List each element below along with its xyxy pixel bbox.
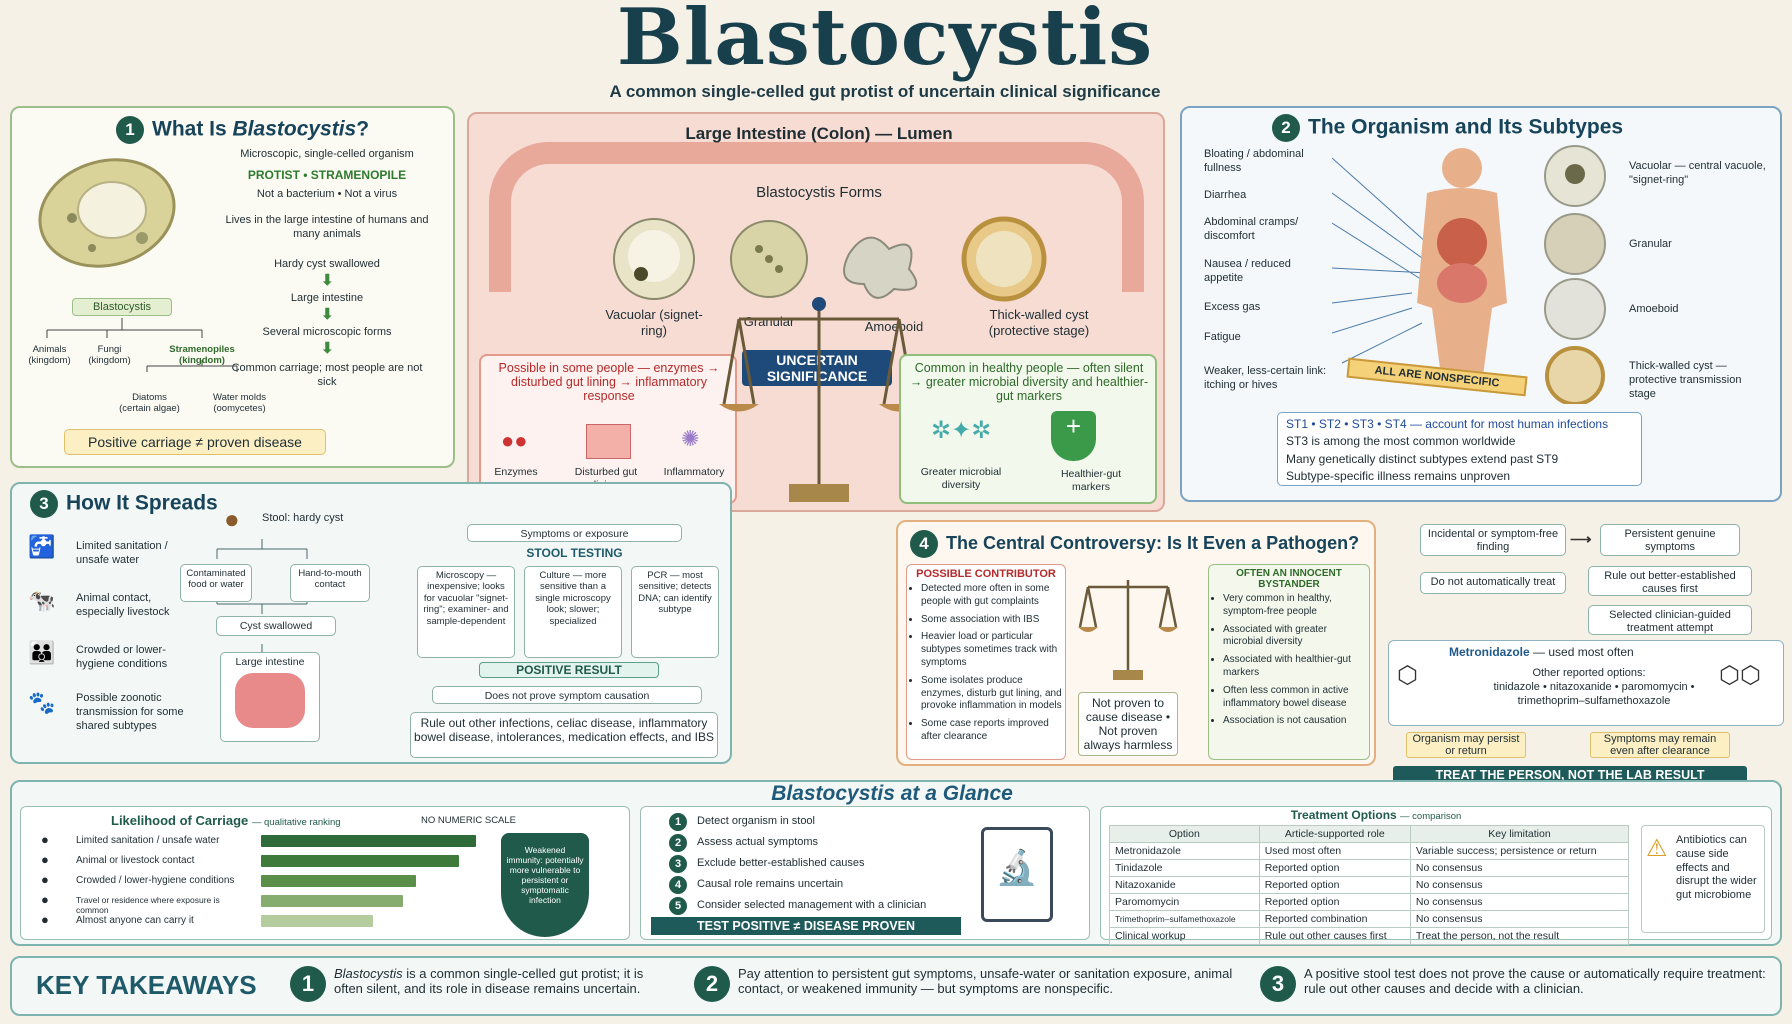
risk-icon: ● [41,832,49,847]
step-number: 2 [669,834,687,852]
table-cell: Used most often [1258,842,1411,860]
colon-illustration: Large Intestine (Colon) — Lumen Blastocy… [467,112,1165,512]
table-cell: Reported combination [1258,910,1411,928]
warning-icon: ⚠ [1646,835,1668,862]
risk-icon: ● [41,892,49,907]
bar-label: Travel or residence where exposure is co… [76,895,220,916]
uncertain-badge: UNCERTAIN SIGNIFICANCE [742,350,892,386]
cow-icon: 🐄 [28,588,56,613]
tree-root: Blastocystis [72,298,172,316]
colon-title: Large Intestine (Colon) — Lumen [685,124,953,143]
weakened-immunity-shield: Weakened immunity: potentially more vuln… [501,833,589,937]
enzymes-icon: ●● [501,428,528,453]
table-cell: Rule out other causes first [1258,927,1411,945]
table-cell: Nitazoxanide [1109,876,1260,894]
table-cell: Reported option [1258,876,1411,894]
step-number: 3 [669,855,687,873]
microbes-icon: ✲✦✲ [931,417,992,444]
scale-icon [719,297,919,502]
table-cell: Treat the person, not the result [1409,927,1630,945]
subtypes-box: ST1 • ST2 • ST3 • ST4 — account for most… [1277,412,1642,486]
contributor-list: Detected more often in some people with … [907,583,1065,744]
table-cell: Paromomycin [1109,893,1260,911]
risk-icon: ● [41,912,49,927]
step-text: Detect organism in stool [697,815,815,827]
faucet-icon: 🚰 [28,534,56,559]
gut-lining-icon [586,424,631,459]
table-cell: No consensus [1409,859,1630,877]
step-number: 4 [669,876,687,894]
inflammation-icon: ✺ [681,426,700,451]
section-glance: Blastocystis at a Glance Likelihood of C… [10,780,1782,946]
right-panel-healthy: Common in healthy people — often silent … [899,354,1157,504]
bar-label: Crowded / lower-hygiene conditions [76,875,235,886]
steps-box: 1 Detect organism in stool 2 Assess actual … [640,806,1090,940]
bar-label: Animal or livestock contact [76,855,195,866]
bar-label: Almost anyone can carry it [76,915,194,926]
step-text: Causal role remains uncertain [697,878,844,890]
table-cell: Tinidazole [1109,859,1260,877]
bar [261,835,476,847]
bystander-list: Very common in healthy, symptom-free peo… [1209,593,1369,728]
table-cell: Variable success; persistence or return [1409,842,1630,860]
bar [261,855,459,867]
balance-icon [1078,580,1178,680]
shield-plus-icon: + [1051,411,1096,461]
carriage-note: Positive carriage ≠ proven disease [64,429,326,455]
stool-icon: ● [224,504,240,534]
table-cell: No consensus [1409,876,1630,894]
step-text: Exclude better-established causes [697,857,865,869]
bar-label: Limited sanitation / unsafe water [76,835,220,846]
table-cell: Clinical workup [1109,927,1260,945]
table-cell: Reported option [1258,893,1411,911]
table-cell: No consensus [1409,893,1630,911]
table-cell: Reported option [1258,859,1411,877]
step-number: 1 [669,813,687,831]
paw-icon: 🐾 [28,690,56,715]
bar [261,875,416,887]
likelihood-chart: Likelihood of Carriage — qualitative ran… [20,806,630,940]
molecule-icon-2: ⬡⬡ [1719,662,1761,689]
bar [261,915,373,927]
risk-icon: ● [41,872,49,887]
table-cell: Metronidazole [1109,842,1260,860]
step-text: Consider selected management with a clin… [697,899,927,911]
step-text: Assess actual symptoms [697,836,819,848]
bar [261,895,403,907]
metronidazole-box: Metronidazole — used most often Other re… [1388,640,1784,726]
human-body-icon [1332,148,1507,383]
key-takeaways: KEY TAKEAWAYS 1 Blastocystis is a common… [10,956,1782,1016]
page-title: Blastocystis [616,0,1154,83]
table-cell: No consensus [1409,910,1630,928]
page-subtitle: A common single-celled gut protist of un… [609,82,1161,101]
people-icon: 👪 [28,640,56,665]
blastocystis-cell-icon [38,158,176,268]
treat-person-banner: TREAT THE PERSON, NOT THE LAB RESULT [1393,766,1747,784]
table-cell: Trimethoprim–sulfamethoxazole [1109,910,1260,928]
intestine-icon [235,672,305,728]
molecule-icon: ⬡ [1397,662,1418,689]
risk-icon: ● [41,852,49,867]
step-number: 5 [669,897,687,915]
clipboard-microscope-icon: 🔬 [981,827,1053,922]
